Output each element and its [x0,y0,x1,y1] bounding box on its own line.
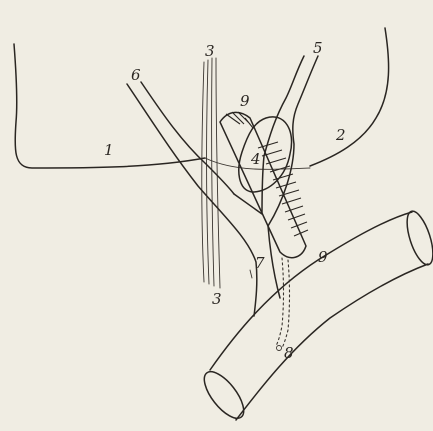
label-5: 5 [313,39,323,57]
band-line-d [216,58,220,288]
dotted-duct [276,258,284,346]
duct-6-left-wall [127,84,257,316]
label-3-bottom: 3 [212,290,222,308]
label-1: 1 [104,141,114,159]
label-7-leader [250,270,252,278]
duct-opening [277,346,282,351]
label-3-top: 3 [205,42,215,60]
coiled-vessel-9 [220,112,308,258]
label-9-bottom: 9 [318,248,328,266]
duct-6-right-wall [141,82,234,194]
label-6: 6 [131,66,141,84]
tube-end-right [402,208,433,267]
curved-tube [210,212,428,420]
label-2: 2 [335,126,346,144]
label-7: 7 [255,254,265,272]
tube-end-left [197,366,250,425]
label-4: 4 [250,150,261,168]
label-8: 8 [284,344,294,362]
label-9-top: 9 [240,92,250,110]
band-line-b [207,60,209,284]
band-line-a [202,62,204,282]
